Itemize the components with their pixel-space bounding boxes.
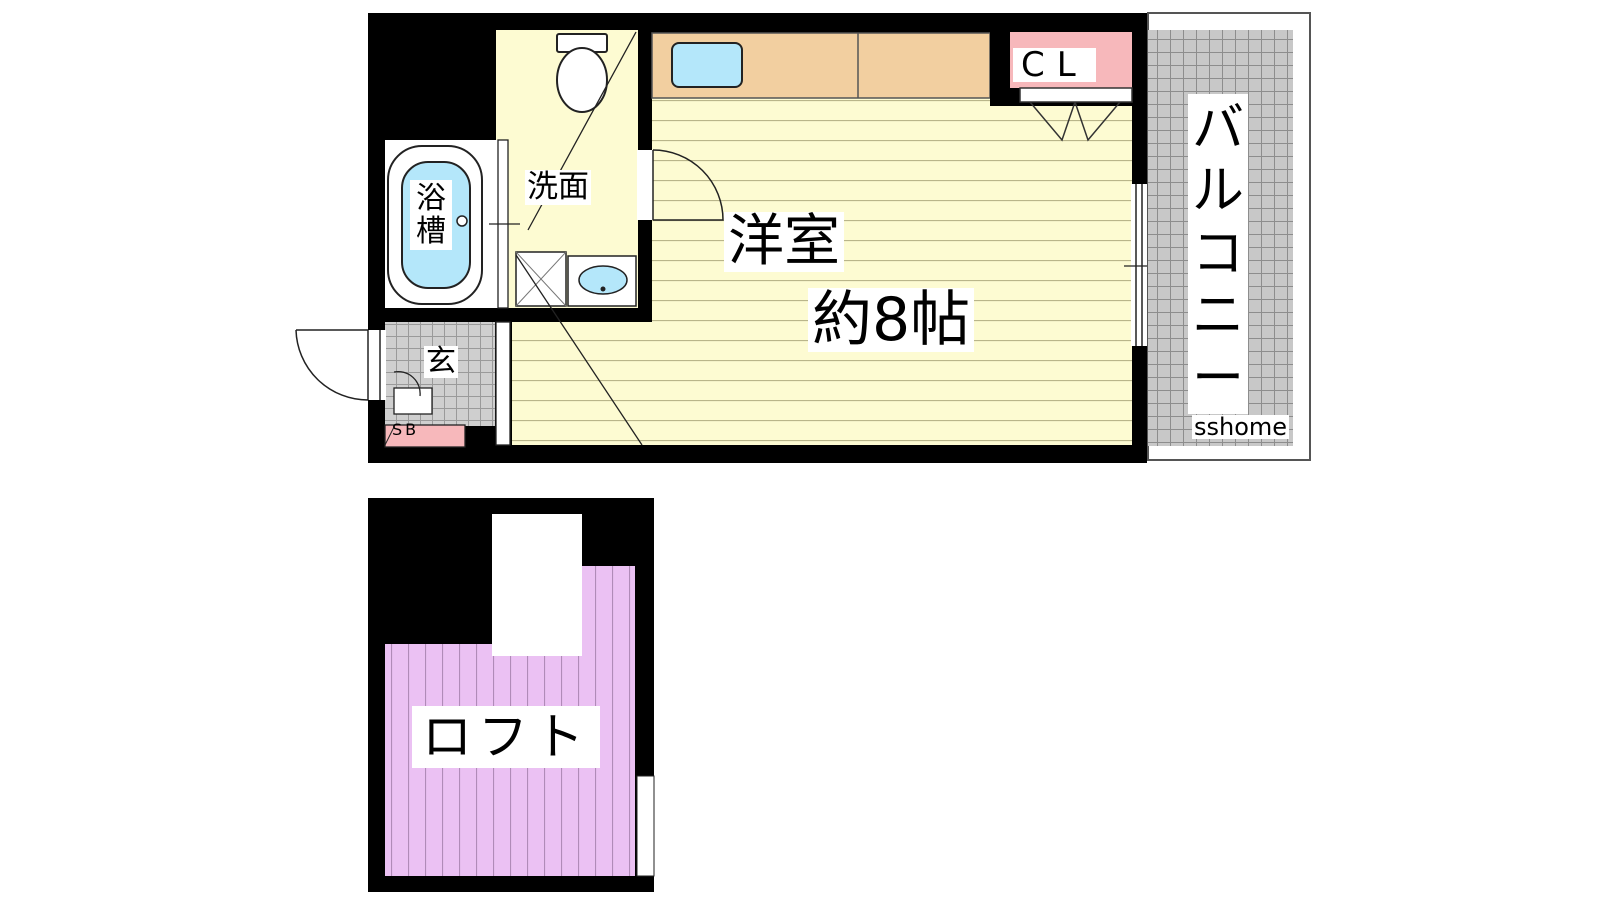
shoe-box [384,424,466,448]
room-door-swing [652,149,724,221]
brand-label: sshome [1192,413,1290,441]
balcony-label: バルコニー [1188,94,1248,414]
corridor-floor [512,322,654,445]
closet-label: CL [1013,48,1096,82]
western-room-label: 洋室 [724,212,844,272]
loft-notch [385,514,492,644]
entrance-label: 玄 [424,344,458,379]
toilet-bowl [556,47,608,113]
entry-door-swing [295,329,369,401]
shoe-box-label: SB [392,420,420,439]
bathtub-label: 浴槽 [410,180,452,250]
sink [671,42,743,88]
room-size-label: 約8帖 [808,288,975,352]
washroom-label: 洗面 [525,169,591,205]
loft-ladder-opening [492,514,582,656]
loft-label: ロフト [412,706,600,768]
